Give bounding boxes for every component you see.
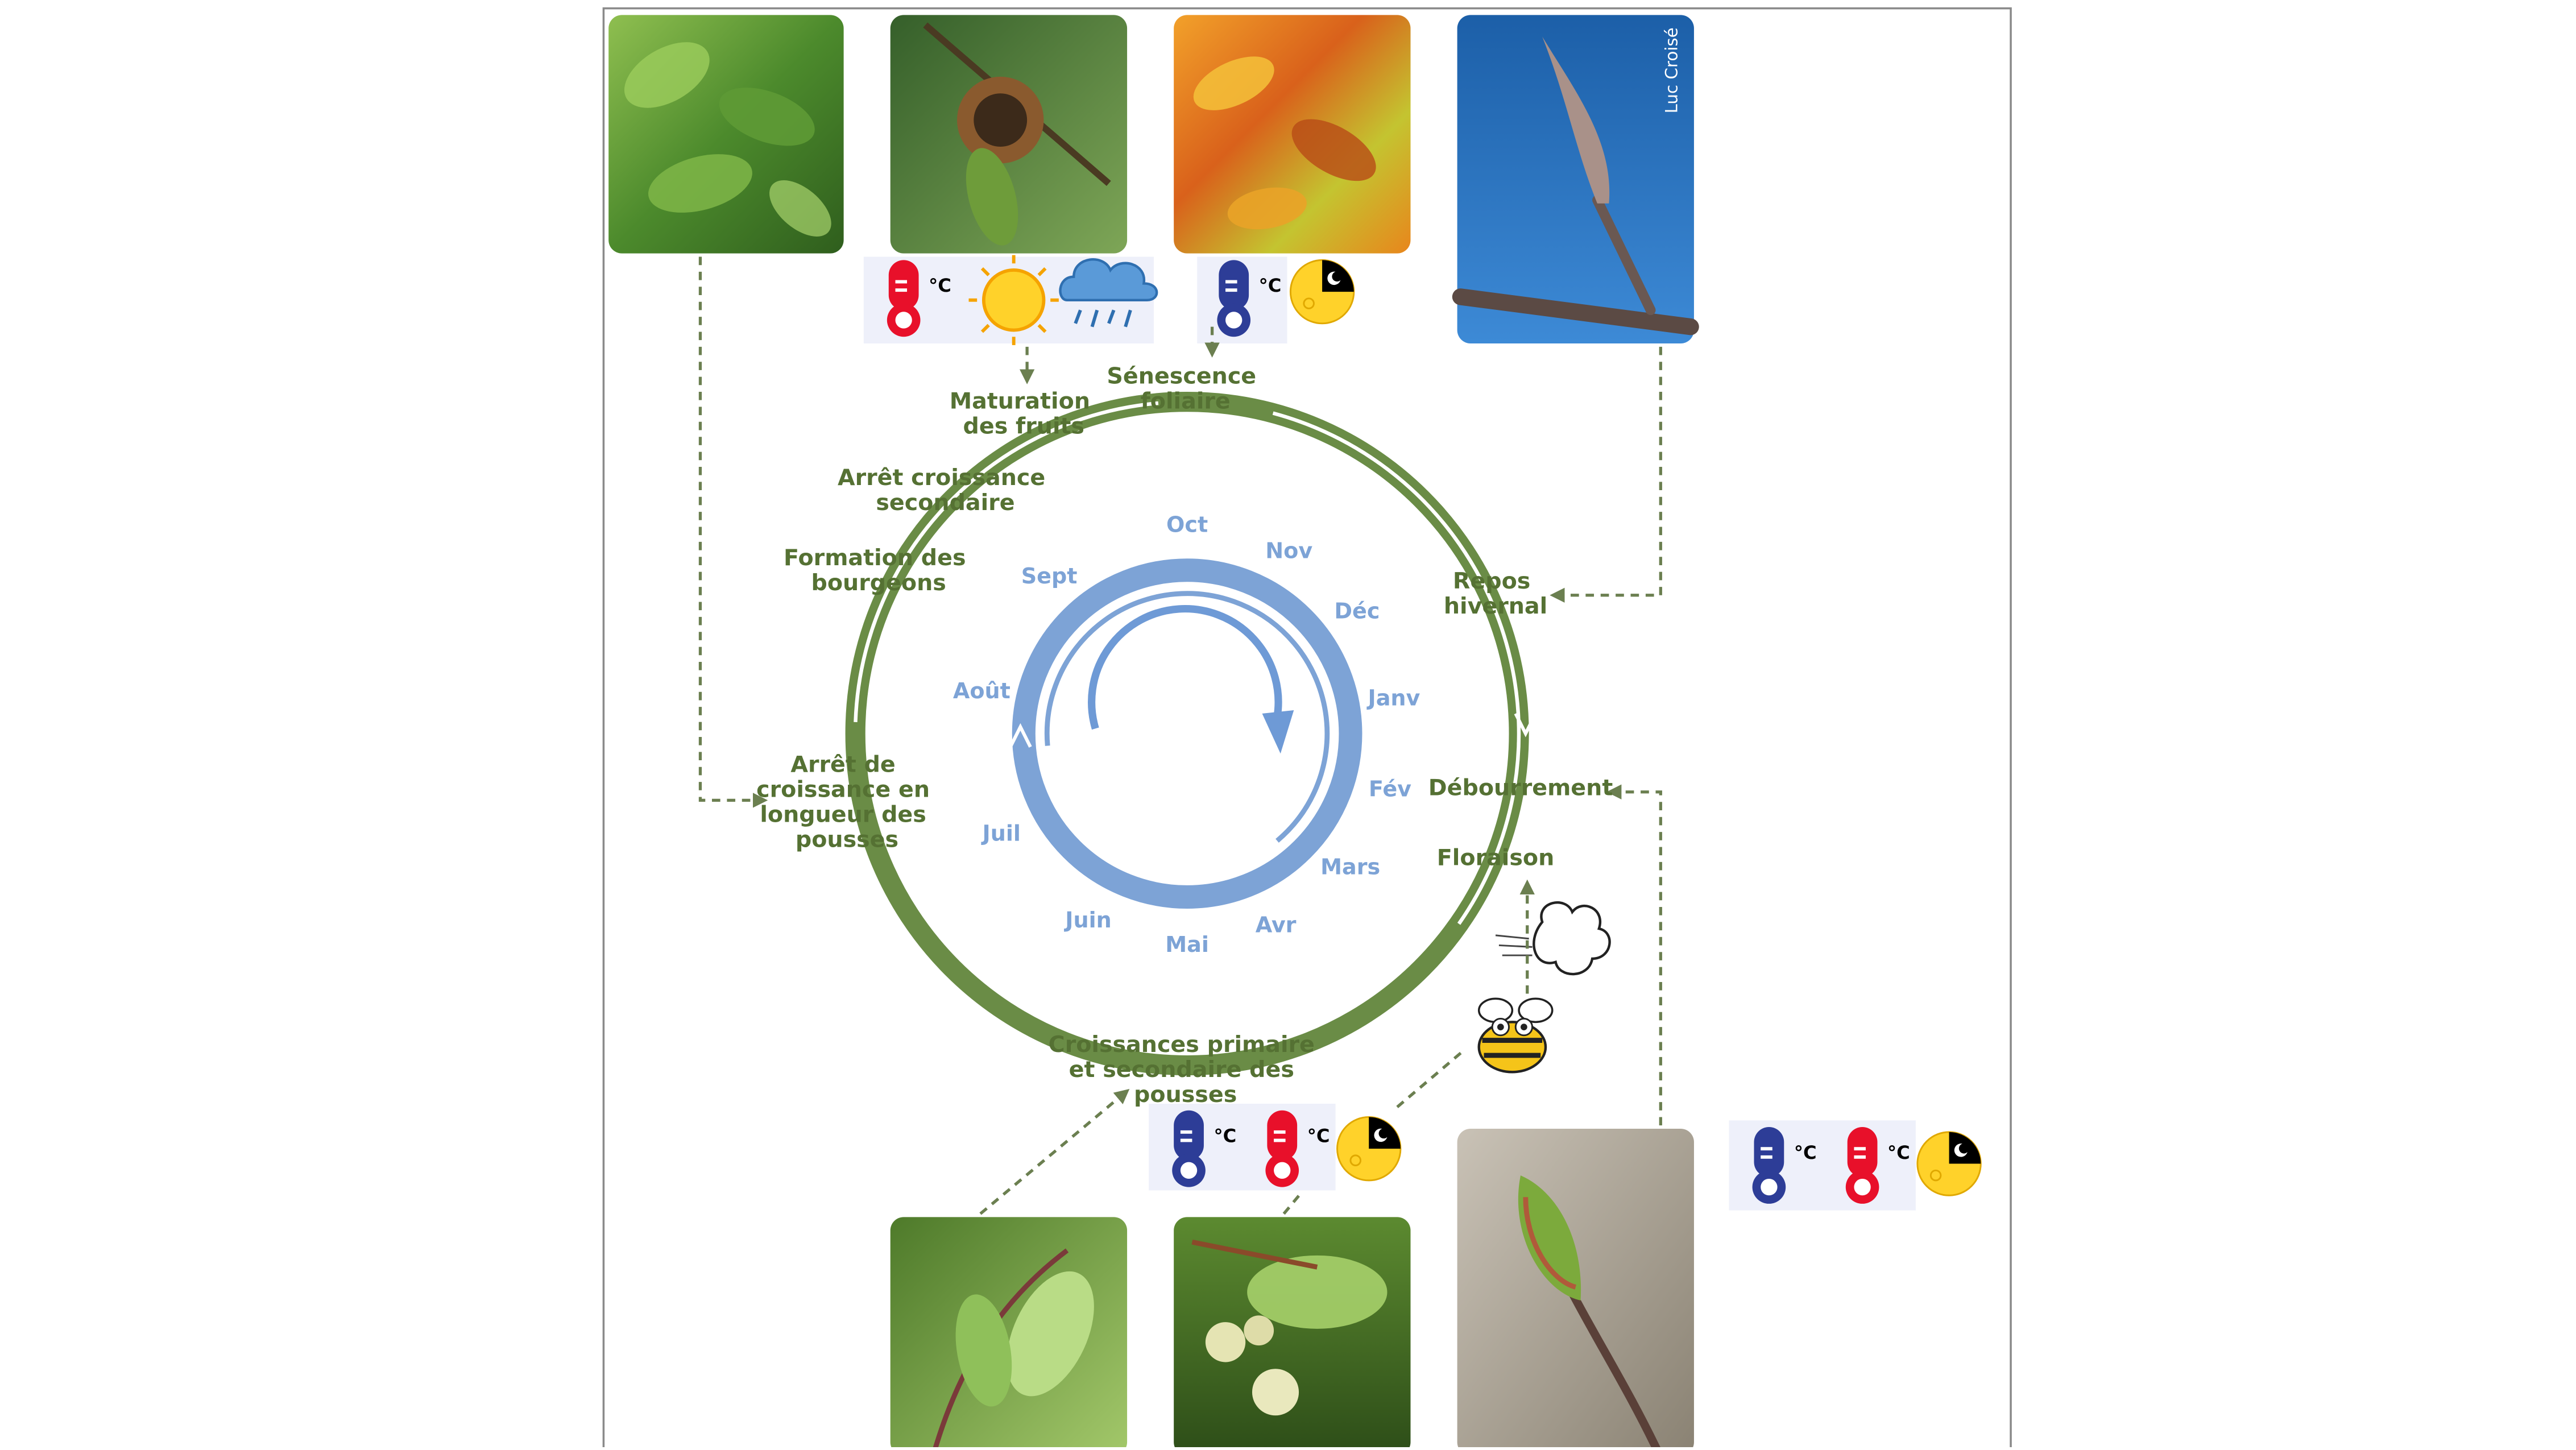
month-label: Oct (1166, 512, 1208, 537)
connector-to-debourrement (1606, 784, 1662, 1126)
connector-leaves-to-arret (698, 256, 768, 808)
month-label: Nov (1265, 538, 1312, 564)
thermometer-icon: °C (1752, 1127, 1817, 1204)
month-label: Fév (1369, 776, 1411, 801)
cycle-direction-arrow (1088, 604, 1294, 754)
thermometer-icon: °C (1845, 1127, 1910, 1204)
unit-label: °C (1259, 275, 1282, 296)
stage-croissances: Croissances primaire et secondaire des p… (1049, 1031, 1323, 1108)
unit-label: °C (1307, 1125, 1330, 1146)
month-label: Juin (1063, 908, 1112, 933)
stage-repos-hivernal: Repos hivernal (1444, 568, 1547, 619)
connector-to-repos (1550, 346, 1662, 603)
green-ring-inner-line (854, 401, 1159, 722)
stage-labels: Sénescence foliaire Maturation des fruit… (756, 363, 1613, 1108)
stage-maturation: Maturation des fruits (950, 388, 1098, 439)
unit-label: °C (929, 275, 951, 296)
sun-icon (968, 255, 1059, 345)
connector-lines (698, 256, 1662, 1215)
photo-autumn-leaves (1174, 15, 1411, 254)
month-label: Mai (1165, 932, 1209, 957)
daylength-icon (1289, 259, 1355, 325)
rain-cloud-icon (1059, 258, 1158, 328)
bee-icon (1477, 997, 1554, 1074)
stage-floraison: Floraison (1437, 845, 1555, 871)
wind-icon (1495, 901, 1611, 976)
green-ring-inner-line (1272, 411, 1521, 925)
photo-credit: Luc Croisé (1662, 27, 1682, 113)
photo-young-leaves (890, 1217, 1128, 1450)
unit-label: °C (1214, 1125, 1237, 1146)
thermometer-icon: °C (1172, 1110, 1237, 1187)
month-ring-arrowhead (1009, 723, 1032, 748)
connector-flowers-panel (1282, 1192, 1302, 1215)
month-ring-inner-arc (1044, 591, 1330, 843)
connector-to-croissances (979, 1088, 1130, 1215)
green-ring-arrowhead (1514, 712, 1538, 738)
month-label: Juil (981, 821, 1021, 846)
stage-formation-bourgeons: Formation des bourgeons (784, 545, 974, 596)
month-label: Janv (1366, 686, 1420, 711)
thermometer-icon: °C (887, 260, 951, 337)
stage-debourrement: Débourrement (1428, 775, 1613, 801)
unit-label: °C (1794, 1142, 1817, 1163)
month-label: Sept (1021, 564, 1078, 589)
photo-beechnut (890, 15, 1128, 254)
photo-winter-bud: Luc Croisé (1452, 15, 1699, 343)
month-label: Août (953, 678, 1010, 703)
photo-flowers (1174, 1217, 1411, 1450)
month-label: Mars (1320, 854, 1380, 879)
stage-arret-secondaire: Arrêt croissance secondaire (838, 465, 1053, 516)
daylength-icon (1336, 1116, 1402, 1182)
photo-bud-burst (1457, 1128, 1694, 1450)
unit-label: °C (1887, 1142, 1910, 1163)
cycle-rings (845, 392, 1538, 1076)
stage-senescence: Sénescence foliaire (1107, 363, 1264, 414)
month-label: Déc (1334, 598, 1380, 623)
month-label: Avr (1256, 913, 1297, 938)
daylength-icon (1916, 1131, 1982, 1196)
stage-arret-longueur: Arrêt de croissance en longueur des pous… (756, 752, 938, 853)
thermometer-icon: °C (1265, 1110, 1330, 1187)
photo-green-leaves (608, 15, 844, 254)
thermometer-icon: °C (1217, 260, 1281, 337)
